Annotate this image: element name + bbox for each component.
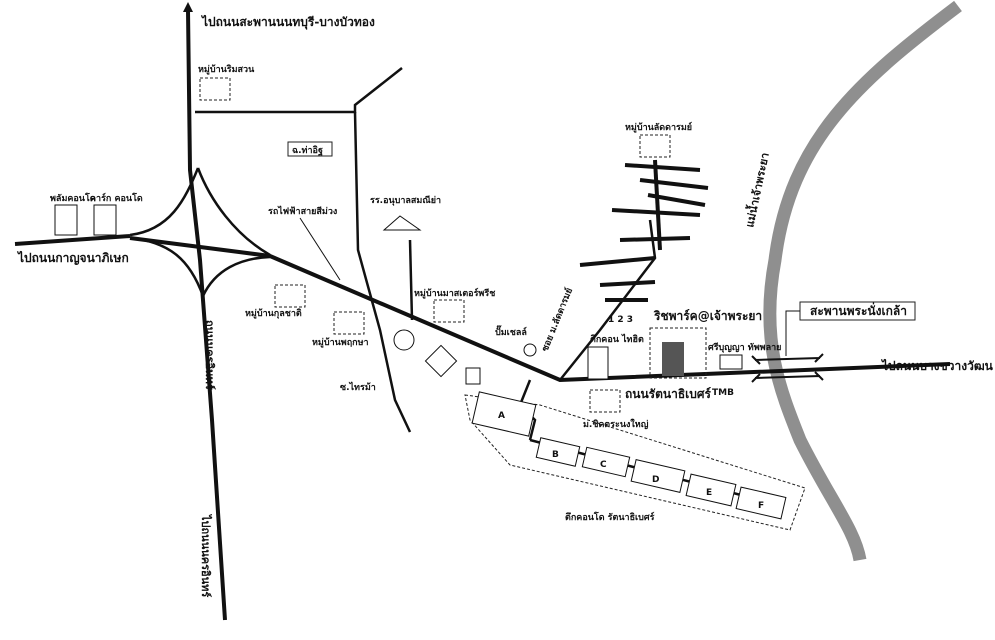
richpark-label: ริชพาร์ค@เจ้าพระยา: [653, 309, 762, 323]
condo-2-building-icon: [93, 204, 117, 236]
block-c: [581, 446, 631, 478]
chao-phraya-river: [763, 0, 962, 562]
brand-logo-1-icon: [393, 329, 415, 351]
richpark-site: [649, 327, 707, 379]
block-d: [630, 459, 686, 493]
phrukka-label: หมู่บ้านพฤกษา: [312, 337, 369, 348]
north-arrow-icon: [183, 2, 193, 12]
tikon-thaihit-label: ตึกคอน ไทฮิต: [590, 333, 644, 345]
kunlachat-label: หมู่บ้านกุลชาติ: [245, 308, 302, 319]
building-blocks: A B C D E F: [464, 391, 806, 531]
sriboonya-label: ศรีบุญญา ทัพพลาย: [708, 342, 781, 353]
bridge: [751, 353, 824, 383]
soi-laddarom-label: ซอย ม.ลัดดารมย์: [539, 286, 575, 353]
tikon-rattana-label: ตึกคอนโด รัตนาธิเบศร์: [565, 511, 655, 523]
shell-pump-icon: [523, 343, 537, 357]
rimsuan-icon: [199, 77, 231, 101]
masterpiece-label: หมู่บ้านมาสเตอร์พรีช: [414, 287, 495, 299]
tmb-label: TMB: [712, 388, 734, 398]
phrukka-icon: [333, 311, 365, 335]
river-label: แม่น้ำเจ้าพระยา: [741, 151, 771, 229]
east-road-label: ไปถนนบางขวางวัฒน: [880, 358, 994, 373]
tikon-thaihit-building-icon: [587, 346, 609, 380]
brand-logo-2-icon: [424, 344, 458, 378]
pump-label: ปั๊มเชลล์: [495, 325, 527, 338]
condo-2-label: คาร์ก คอนโด: [90, 192, 143, 204]
sriboonya-icon: [719, 354, 743, 370]
soi-saima-label: ซ.ไทรม้า: [340, 381, 376, 393]
kunlachat-icon: [274, 284, 306, 308]
block-d-label: D: [652, 475, 659, 485]
laddarom-label: หมู่บ้านลัดดารมย์: [625, 121, 692, 133]
laddarom-icon: [639, 134, 671, 158]
south-main-road-label: ถนนนครอินทร์: [203, 320, 216, 390]
block-a-label: A: [498, 411, 505, 421]
rimsuan-label: หมู่บ้านริมสวน: [198, 64, 255, 75]
rattanathibet-road: [129, 236, 951, 383]
top-north-road-label: ไปถนนสะพานนนทบุรี-บางบัวทอง: [200, 14, 375, 30]
west-road: [14, 234, 131, 246]
skytrain-line: [299, 217, 341, 281]
soi-thaiit-box: [287, 141, 333, 157]
block-f-label: F: [758, 501, 764, 511]
bridge-pointer: [785, 310, 800, 356]
school-label: รร.อนุบาลสมณีย่า: [370, 195, 441, 206]
rattanathibet-label: ถนนรัตนาธิเบศร์: [625, 387, 712, 401]
bridge-label: สะพานพระนั่งเกล้า: [810, 302, 907, 318]
masterpiece-icon: [433, 299, 465, 323]
nakhon-in-road: [186, 9, 227, 621]
school-building-icon: [382, 215, 422, 231]
block-a: [471, 391, 537, 437]
block-e: [685, 473, 737, 507]
condo-plum-label: พลัมคอนโด: [50, 192, 96, 204]
south-bottom-road-label: ไปถนนนครอินทร์: [199, 513, 213, 597]
richpark-building-icon: [662, 342, 684, 376]
block-b: [535, 437, 581, 467]
brand-logo-3-icon: [465, 367, 481, 385]
chirasap-icon: [589, 389, 621, 413]
block-e-label: E: [706, 488, 712, 498]
richpark-numbers: 1 2 3: [608, 315, 633, 325]
block-b-label: B: [552, 450, 559, 460]
block-f: [735, 486, 787, 520]
chirasap-label: ม.ชิดตระนงใหญ่: [583, 418, 649, 430]
laddarom-street-grid: [579, 159, 709, 302]
skytrain-label: รถไฟฟ้าสายสีม่วง: [268, 205, 337, 217]
soi-thaiit-label: ฉ.ท่าอิฐ: [292, 145, 323, 156]
block-c-label: C: [600, 460, 607, 470]
condo-plum-building-icon: [54, 204, 78, 236]
west-road-label: ไปถนนกาญจนาภิเษก: [16, 250, 129, 265]
